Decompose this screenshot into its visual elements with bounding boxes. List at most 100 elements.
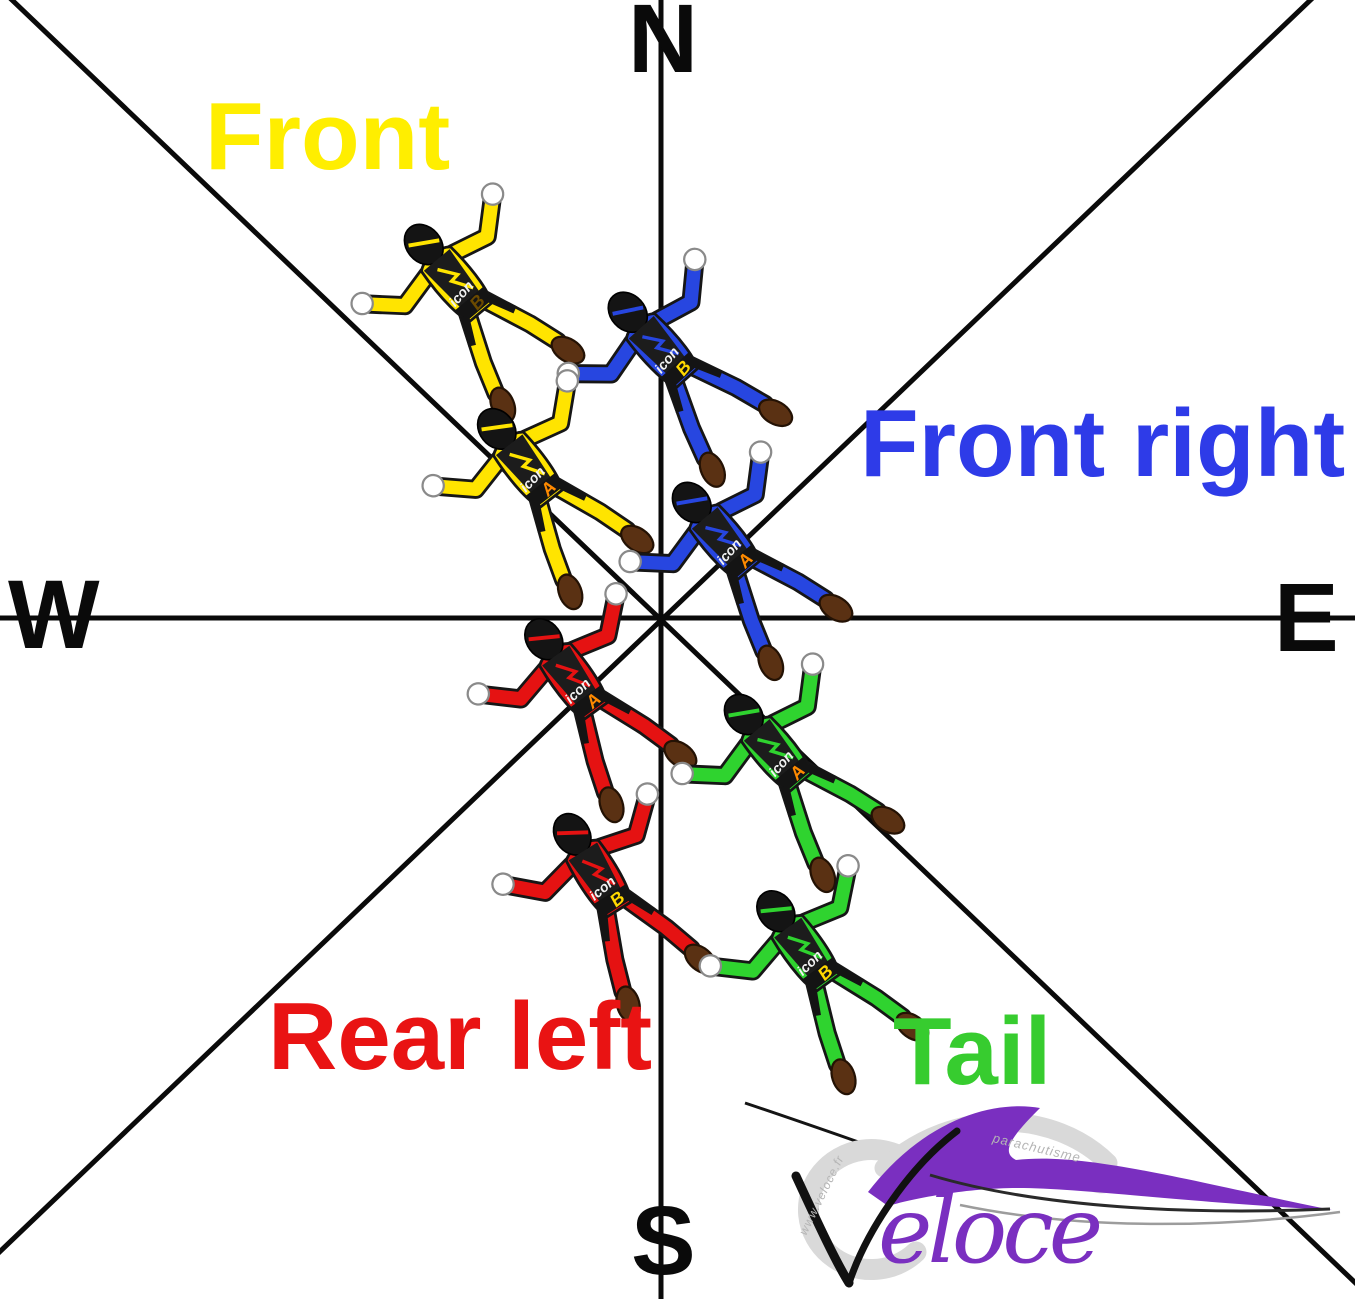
vest-chevron [437,267,474,290]
label-rear-left: Rear left [268,983,653,1090]
hip-band [454,286,491,320]
left-glove [491,872,515,896]
leg-straps [576,693,633,745]
right-boot [550,335,586,365]
arms [629,451,767,571]
left-boot [698,451,727,488]
vest-chevron [705,525,742,548]
legs [666,357,772,465]
left-glove [350,291,374,316]
right-boot [619,524,655,555]
arms [567,259,702,381]
hip-band [774,756,811,790]
leg-straps [667,359,723,413]
helmet-stripe [481,423,513,432]
skydiver-green-b: icon B [698,854,930,1096]
compass-label-east: E [1274,563,1339,672]
right-glove [800,652,825,676]
arms [477,593,622,706]
helmet-stripe [408,238,440,248]
vest-chevron [555,663,591,688]
leg-straps [531,480,588,533]
left-boot [598,786,625,824]
logo-gray-tail [959,1203,1341,1226]
vest-chevron [581,859,616,886]
right-boot [895,1011,930,1042]
right-glove [748,440,773,464]
hip-band [593,884,631,916]
hip-band [722,544,759,578]
arms [361,193,499,313]
logo-script-text: eloce [878,1177,1100,1284]
arms [432,380,574,497]
legs [599,889,699,999]
vest-chevron [757,737,794,760]
helmet-stripe [556,830,589,836]
left-boot [556,573,584,611]
helmet-stripe [612,305,644,316]
hip-band [801,957,839,990]
logo-purple-swoosh [868,1106,1332,1210]
logo-ribbon-loop [797,1139,927,1281]
right-boot [818,593,854,623]
leg-straps [599,892,656,942]
helmet-stripe [528,634,560,642]
leg-straps [729,552,785,605]
right-glove [683,247,707,272]
legs [460,292,565,400]
label-front: Front [205,83,451,190]
skydiver-blue-b: icon B [556,247,794,488]
left-boot [830,1058,857,1096]
left-glove [670,761,694,786]
left-boot [809,856,837,894]
logo-v-stroke-right [845,1127,961,1287]
label-tail: Tail [893,998,1052,1105]
legs [575,690,678,800]
veloce-logo: eloce parachutisme www.veloce.fr [744,1101,1341,1288]
left-glove [698,954,723,978]
left-glove [466,682,491,706]
leg-straps [808,965,865,1017]
compass-label-west: W [8,560,100,669]
vest-chevron [787,935,823,960]
skydivers-layer: icon B icon B icon A [350,182,930,1096]
left-boot [757,644,785,682]
left-boot [615,985,641,1023]
legs [807,962,910,1072]
skydiver-yellow-b: icon B [350,182,586,424]
helmet-stripe [676,496,708,506]
skydiver-blue-a: icon A [618,440,854,682]
hip-band [525,472,562,506]
leg-straps [781,764,837,817]
skydiver-red-a: icon A [466,582,698,824]
logo-v-stroke-left [791,1171,854,1288]
right-glove [635,782,660,806]
hip-band [569,685,607,718]
skydiver-yellow-a: icon A [421,369,655,611]
legs [780,762,885,870]
right-boot [870,805,906,835]
arms [709,865,854,978]
arms [502,793,653,900]
helmet-stripe [760,906,792,914]
skydiver-red-b: icon B [491,782,717,1023]
vest-chevron [642,335,680,356]
hip-band [660,351,697,387]
right-glove [604,582,628,606]
helmet-stripe [728,708,760,718]
leg-straps [461,294,517,347]
skydiver-green-a: icon A [670,652,906,894]
right-boot [757,398,794,428]
legs [531,478,634,587]
left-glove [421,473,445,498]
right-glove [836,854,860,878]
right-glove [555,369,580,393]
logo-black-tail [929,1173,1331,1213]
legs [728,550,833,658]
left-glove [618,549,642,574]
label-front-right: Front right [860,390,1346,497]
